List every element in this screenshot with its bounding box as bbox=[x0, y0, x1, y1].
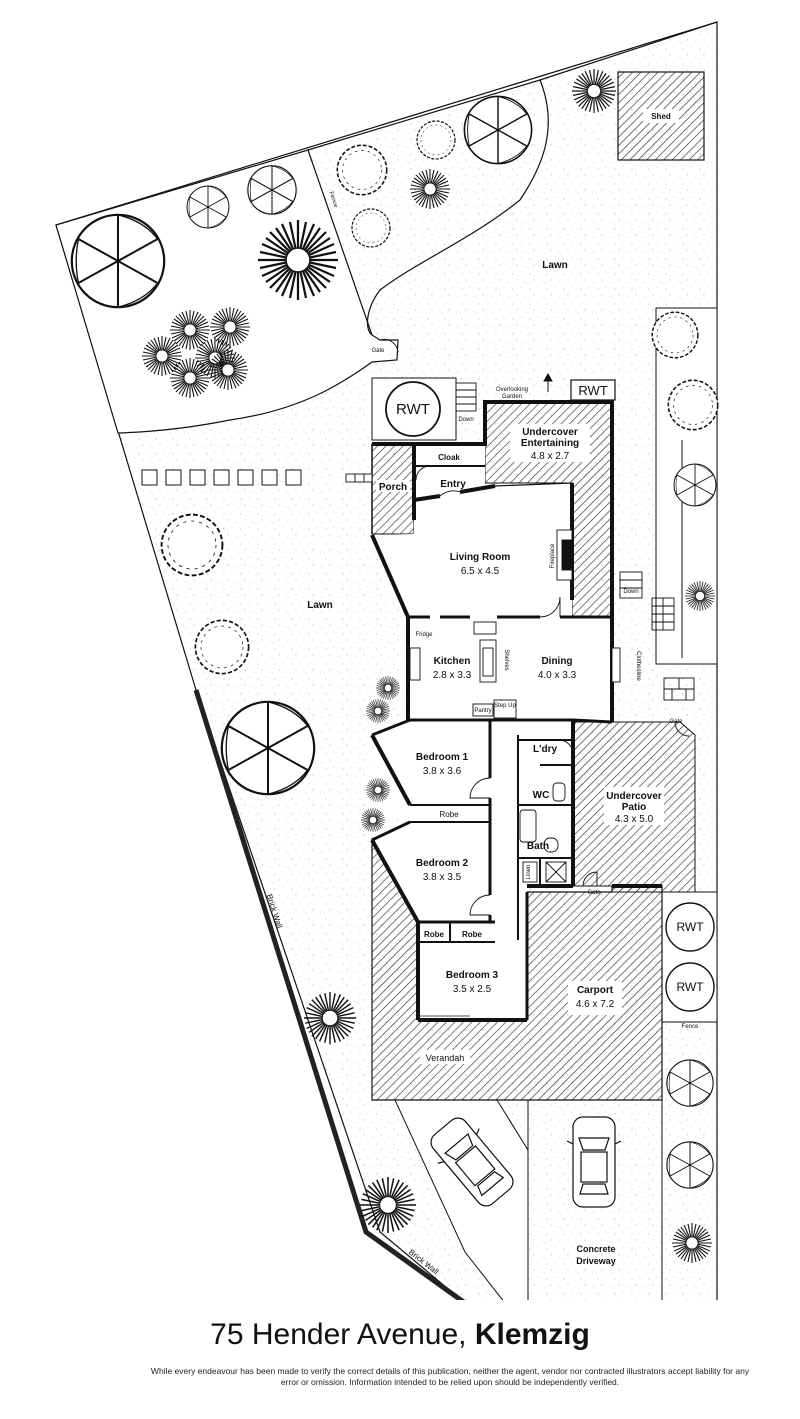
kitchen-dims: 2.8 x 3.3 bbox=[433, 670, 472, 681]
patio-label-1: Undercover bbox=[606, 791, 662, 802]
linen-label: Linen bbox=[526, 865, 532, 880]
entertaining-label-bg bbox=[510, 424, 590, 462]
porch-label-bg bbox=[376, 480, 410, 492]
concrete-label-1: Concrete bbox=[576, 1244, 615, 1254]
entertaining-label-2: Entertaining bbox=[521, 438, 579, 449]
bedroom-wing bbox=[372, 720, 573, 1020]
overlooking-label-2: Garden bbox=[502, 394, 522, 400]
walls bbox=[370, 400, 662, 1022]
robe-2a-label: Robe bbox=[424, 930, 445, 939]
fence-label-1: Fence bbox=[328, 191, 339, 209]
carport-label: Carport bbox=[577, 985, 614, 996]
fence-label-2: Fence bbox=[682, 1024, 699, 1030]
brick-wall-boundary bbox=[193, 689, 466, 1300]
rwt-4-label: RWT bbox=[676, 980, 704, 994]
dining-label: Dining bbox=[541, 656, 572, 667]
shed-label: Shed bbox=[651, 112, 671, 121]
living-room-label: Living Room bbox=[450, 552, 511, 563]
gate-label-3: Gate bbox=[587, 890, 601, 896]
bedroom-1-dims: 3.8 x 3.6 bbox=[423, 766, 462, 777]
verandah-label-bg bbox=[420, 1050, 470, 1064]
kitchen-label: Kitchen bbox=[434, 656, 471, 667]
clothesline-bricks bbox=[651, 597, 695, 701]
fireplace-label: Fireplace bbox=[550, 543, 556, 568]
porch-label: Porch bbox=[379, 482, 407, 493]
shelves-label: Shelves bbox=[503, 649, 509, 670]
overlooking-arrow bbox=[543, 372, 553, 392]
pantry-label: Pantry bbox=[474, 708, 491, 714]
verandah-label: Verandah bbox=[426, 1053, 465, 1063]
rwt-tanks: RWT RWT RWT RWT bbox=[371, 377, 715, 1012]
gate-label-2: Gate bbox=[669, 719, 683, 725]
dining-dims: 4.0 x 3.3 bbox=[538, 670, 577, 681]
overlooking-label-1: Overlooking bbox=[496, 387, 528, 393]
patio-dims: 4.3 x 5.0 bbox=[615, 814, 654, 825]
living-room bbox=[372, 483, 572, 617]
room-labels: Living Room 6.5 x 4.5 Kitchen 2.8 x 3.3 … bbox=[307, 260, 616, 1266]
bedroom-3-dims: 3.5 x 2.5 bbox=[453, 984, 492, 995]
patio-label-bg bbox=[604, 787, 664, 825]
suburb-name: Klemzig bbox=[474, 1318, 590, 1351]
street-address: 75 Hender Avenue, bbox=[210, 1318, 467, 1351]
disclaimer-text: While every endeavour has been made to v… bbox=[150, 1366, 750, 1387]
entry-label: Entry bbox=[440, 479, 466, 490]
down-label-1: Down bbox=[458, 417, 473, 423]
doors bbox=[379, 338, 690, 916]
fridge-label: Fridge bbox=[415, 632, 433, 638]
windows bbox=[379, 719, 470, 1017]
property-address: 75 Hender Avenue, Klemzig bbox=[0, 1318, 800, 1352]
down-label-2: Down bbox=[623, 589, 638, 595]
wc-label: WC bbox=[533, 790, 550, 801]
concrete-label-2: Driveway bbox=[576, 1256, 616, 1266]
bedroom-1-label: Bedroom 1 bbox=[416, 752, 469, 763]
rwt-2-label: RWT bbox=[578, 383, 607, 398]
garden-border-line bbox=[539, 21, 718, 81]
gate-label-1: Gate bbox=[371, 348, 385, 354]
bath-label: Bath bbox=[527, 841, 549, 852]
step-up-label: Step Up bbox=[494, 703, 516, 709]
laundry-label: L'dry bbox=[533, 744, 557, 755]
carport-label-bg bbox=[568, 981, 622, 1015]
bedroom-3-label: Bedroom 3 bbox=[446, 970, 499, 981]
lawn-left-label: Lawn bbox=[307, 600, 333, 611]
house bbox=[372, 444, 612, 1020]
shed-label-bg bbox=[643, 109, 679, 123]
robe-2b-label: Robe bbox=[462, 930, 483, 939]
rwt-1-label: RWT bbox=[396, 401, 430, 418]
carport-dims: 4.6 x 7.2 bbox=[576, 999, 615, 1010]
robe-1-label: Robe bbox=[439, 810, 459, 819]
entertaining-label-1: Undercover bbox=[522, 427, 578, 438]
paving-stones bbox=[141, 469, 302, 486]
bedroom-2-label: Bedroom 2 bbox=[416, 858, 469, 869]
entertaining-dims: 4.8 x 2.7 bbox=[531, 451, 570, 462]
steps bbox=[345, 382, 643, 719]
floor-plan: Shed Verandah Carport 4.6 x 7.2 Undercov… bbox=[55, 21, 719, 1300]
rwt-3-label: RWT bbox=[676, 920, 704, 934]
fixtures bbox=[409, 529, 621, 883]
garden-border-curve bbox=[307, 79, 549, 336]
cloak-label: Cloak bbox=[438, 453, 460, 462]
clothesline-label: Clothesline bbox=[635, 651, 641, 681]
bedroom-2-dims: 3.8 x 3.5 bbox=[423, 872, 462, 883]
patio-label-2: Patio bbox=[622, 802, 646, 813]
living-room-dims: 6.5 x 4.5 bbox=[461, 566, 500, 577]
lawn-top-label: Lawn bbox=[542, 260, 568, 271]
